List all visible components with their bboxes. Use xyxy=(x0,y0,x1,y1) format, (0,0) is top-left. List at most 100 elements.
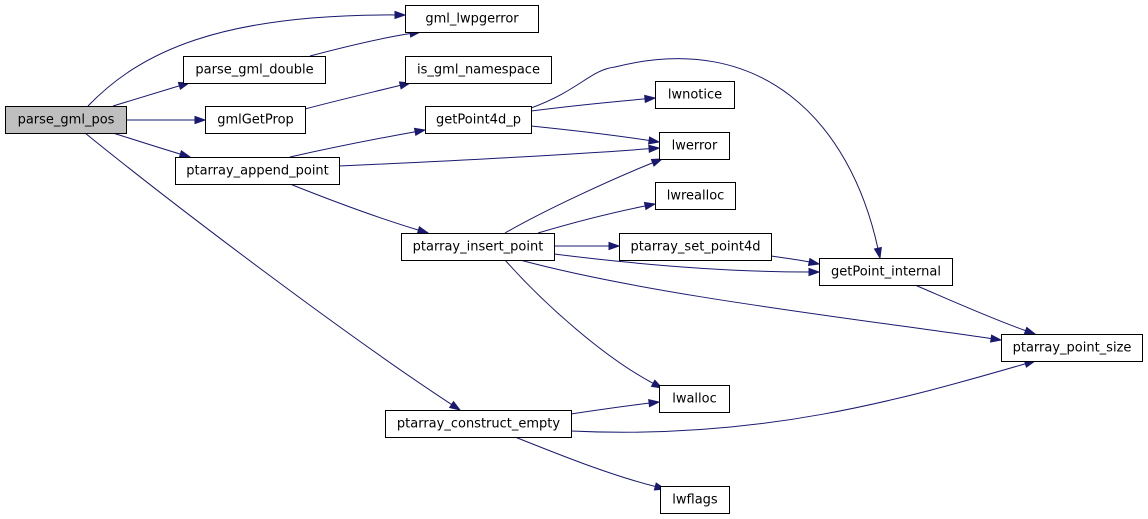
edge-line xyxy=(514,436,657,488)
edge-line xyxy=(914,284,1027,332)
node-box[interactable] xyxy=(619,233,772,261)
edge-line xyxy=(530,125,651,142)
node-label: ptarray_append_point xyxy=(186,164,329,179)
node-box[interactable] xyxy=(401,233,555,261)
edge-ptarray_append_point-to-lwerror xyxy=(338,144,661,167)
edge-ptarray_insert_point-to-lwalloc xyxy=(504,259,664,389)
edge-line xyxy=(504,161,654,234)
node-ptarray_set_point4d[interactable]: ptarray_set_point4d xyxy=(619,233,772,261)
node-box[interactable] xyxy=(5,106,127,134)
edge-line xyxy=(289,183,420,231)
node-label: is_gml_namespace xyxy=(417,63,540,78)
node-ptarray_point_size[interactable]: ptarray_point_size xyxy=(1001,334,1143,362)
node-box[interactable] xyxy=(659,132,730,160)
arrowhead-icon xyxy=(394,10,407,20)
arrowhead-icon xyxy=(644,94,657,104)
edge-line xyxy=(530,58,879,250)
edge-line xyxy=(537,205,647,234)
edge-ptarray_construct_empty-to-lwalloc xyxy=(570,399,661,415)
edge-ptarray_append_point-to-getPoint4d_p xyxy=(289,127,427,158)
node-box[interactable] xyxy=(819,258,953,286)
arrowhead-icon xyxy=(194,115,207,125)
edge-parse_gml_pos-to-gmlGetProp xyxy=(126,115,207,125)
edge-line xyxy=(553,253,811,273)
node-getPoint4d_p[interactable]: getPoint4d_p xyxy=(425,106,532,134)
edge-parse_gml_pos-to-ptarray_append_point xyxy=(112,132,192,159)
nodes-layer: parse_gml_pos gml_lwpgerror parse_gml_doub… xyxy=(5,5,1143,514)
node-box[interactable] xyxy=(425,106,532,134)
arrowhead-icon xyxy=(808,267,821,277)
arrowhead-icon xyxy=(178,149,192,159)
node-box[interactable] xyxy=(385,410,572,438)
arrowhead-icon xyxy=(1023,326,1037,335)
edge-line xyxy=(84,132,453,406)
node-ptarray_append_point[interactable]: ptarray_append_point xyxy=(175,157,340,185)
node-ptarray_construct_empty[interactable]: ptarray_construct_empty xyxy=(385,410,572,438)
node-box[interactable] xyxy=(655,81,735,109)
edge-line xyxy=(309,32,412,57)
node-label: lwalloc xyxy=(672,392,717,407)
node-box[interactable] xyxy=(405,56,552,84)
edge-getPoint4d_p-to-lwnotice xyxy=(530,94,657,112)
edge-gmlGetProp-to-is_gml_namespace xyxy=(304,81,412,110)
node-lwrealloc[interactable]: lwrealloc xyxy=(655,182,736,210)
node-parse_gml_pos[interactable]: parse_gml_pos xyxy=(5,106,127,134)
arrowhead-icon xyxy=(648,399,661,408)
node-label: gmlGetProp xyxy=(217,113,294,128)
node-ptarray_insert_point[interactable]: ptarray_insert_point xyxy=(401,233,555,261)
edge-line xyxy=(112,85,181,107)
edge-parse_gml_pos-to-parse_gml_double xyxy=(112,81,191,107)
edge-ptarray_insert_point-to-ptarray_set_point4d xyxy=(553,241,621,251)
arrowhead-icon xyxy=(873,246,882,260)
arrowhead-icon xyxy=(448,400,462,411)
node-label: lwflags xyxy=(672,493,718,508)
edge-ptarray_construct_empty-to-ptarray_point_size xyxy=(570,359,1037,433)
node-lwflags[interactable]: lwflags xyxy=(660,486,730,514)
node-label: parse_gml_double xyxy=(195,63,313,78)
node-label: ptarray_insert_point xyxy=(413,240,544,255)
node-label: ptarray_set_point4d xyxy=(631,240,761,255)
edge-ptarray_construct_empty-to-lwflags xyxy=(514,436,667,491)
node-box[interactable] xyxy=(659,385,730,413)
node-gml_lwpgerror[interactable]: gml_lwpgerror xyxy=(405,5,539,33)
edge-line xyxy=(519,259,993,340)
arrowhead-icon xyxy=(643,201,657,211)
node-box[interactable] xyxy=(183,56,326,84)
node-box[interactable] xyxy=(175,157,340,185)
edge-line xyxy=(87,14,397,107)
node-lwalloc[interactable]: lwalloc xyxy=(659,385,730,413)
node-label: parse_gml_pos xyxy=(18,113,115,128)
node-getPoint_internal[interactable]: getPoint_internal xyxy=(819,258,953,286)
edge-ptarray_append_point-to-ptarray_insert_point xyxy=(289,183,430,235)
edge-parse_gml_double-to-gml_lwpgerror xyxy=(309,29,422,57)
edge-ptarray_set_point4d-to-getPoint_internal xyxy=(770,255,821,266)
node-box[interactable] xyxy=(205,106,306,134)
edge-ptarray_insert_point-to-lwerror xyxy=(504,158,664,234)
edge-ptarray_insert_point-to-lwrealloc xyxy=(537,201,657,234)
node-label: lwnotice xyxy=(668,88,722,103)
node-label: getPoint_internal xyxy=(831,265,941,280)
arrowhead-icon xyxy=(608,241,621,251)
node-parse_gml_double[interactable]: parse_gml_double xyxy=(183,56,326,84)
node-is_gml_namespace[interactable]: is_gml_namespace xyxy=(405,56,552,84)
edge-ptarray_insert_point-to-ptarray_point_size xyxy=(519,259,1003,343)
edge-getPoint4d_p-to-lwerror xyxy=(530,125,661,145)
node-lwnotice[interactable]: lwnotice xyxy=(655,81,735,109)
node-label: ptarray_construct_empty xyxy=(397,417,560,432)
node-lwerror[interactable]: lwerror xyxy=(659,132,730,160)
node-label: ptarray_point_size xyxy=(1013,341,1132,356)
node-box[interactable] xyxy=(655,182,736,210)
node-box[interactable] xyxy=(1001,334,1143,362)
node-gmlGetProp[interactable]: gmlGetProp xyxy=(205,106,306,134)
edge-line xyxy=(289,131,417,158)
arrowhead-icon xyxy=(648,136,661,145)
edge-parse_gml_pos-to-gml_lwpgerror xyxy=(87,10,407,107)
edge-line xyxy=(112,132,182,155)
edge-getPoint_internal-to-ptarray_point_size xyxy=(914,284,1037,335)
node-box[interactable] xyxy=(660,486,730,514)
node-label: lwrealloc xyxy=(667,189,725,204)
arrowhead-icon xyxy=(807,257,821,266)
node-box[interactable] xyxy=(405,5,539,33)
edge-line xyxy=(770,255,811,263)
arrowhead-icon xyxy=(416,225,430,235)
